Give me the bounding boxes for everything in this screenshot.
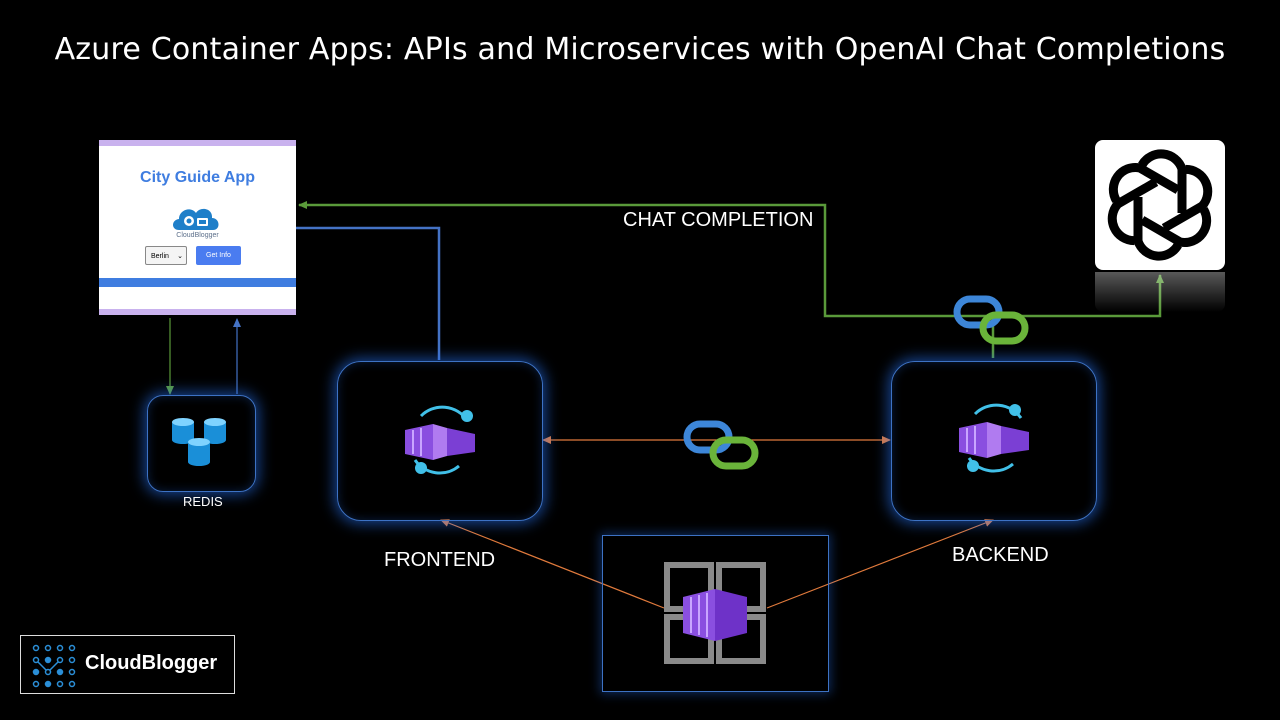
city-guide-app-card: City Guide App CloudBlogger Berlin ⌄ Get…	[99, 140, 296, 315]
container-environment-icon	[664, 562, 766, 664]
openai-logo	[1107, 149, 1213, 261]
cloudblogger-cloud-icon	[173, 208, 219, 230]
redis-icon	[172, 418, 226, 466]
openai-logo-reflection	[1095, 272, 1225, 312]
redis-box	[147, 395, 256, 492]
chat-completion-arrow	[991, 274, 1164, 358]
chevron-down-icon: ⌄	[177, 253, 183, 260]
page-title: Azure Container Apps: APIs and Microserv…	[54, 32, 1226, 67]
app-bottom-bar	[99, 309, 296, 315]
city-select-value: Berlin	[151, 253, 169, 260]
cloudblogger-logo	[32, 644, 76, 688]
env-to-frontend-arrow	[440, 519, 665, 609]
app-top-bar	[99, 140, 296, 146]
chat-completion-return-arrow	[298, 201, 993, 318]
frontend-label: FRONTEND	[384, 549, 496, 571]
brand-name: CloudBlogger	[85, 652, 218, 674]
container-app-icon	[405, 405, 475, 475]
chat-completion-label: CHAT COMPLETION	[623, 209, 814, 231]
backend-box	[891, 361, 1097, 521]
cloudblogger-brand: CloudBlogger	[20, 635, 235, 694]
app-logo-caption: CloudBlogger	[176, 232, 219, 239]
backend-label: BACKEND	[952, 544, 1049, 566]
redis-label: REDIS	[183, 494, 223, 509]
city-select[interactable]: Berlin ⌄	[145, 246, 187, 265]
openai-logo-box	[1095, 140, 1225, 270]
frontend-to-app-arrow	[287, 224, 441, 360]
app-title: City Guide App	[140, 169, 255, 186]
env-to-backend-arrow	[766, 519, 994, 609]
frontend-box	[337, 361, 543, 521]
get-info-button[interactable]: Get Info	[196, 246, 241, 265]
container-environment-box	[602, 535, 829, 692]
container-app-icon	[959, 403, 1029, 473]
app-blue-bar	[99, 278, 296, 287]
chain-link-icon	[953, 295, 1029, 345]
chain-link-icon	[683, 420, 759, 470]
